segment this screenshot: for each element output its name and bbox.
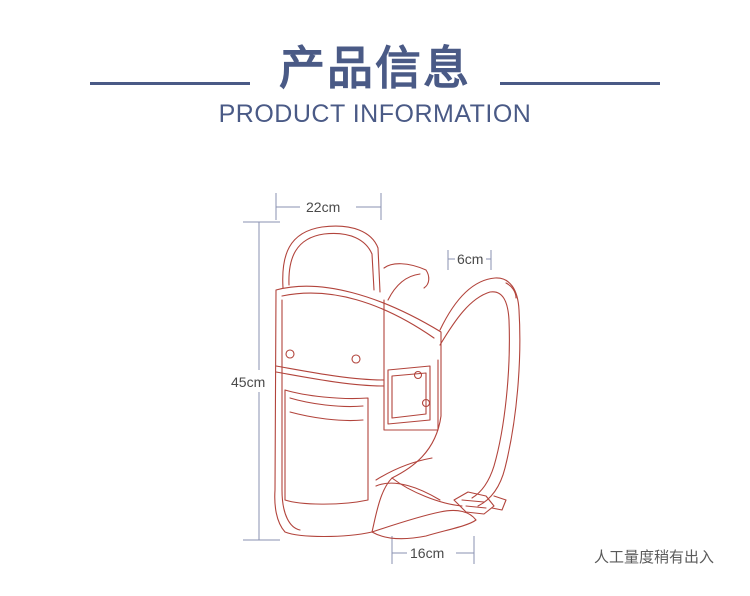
title-divider-left	[90, 82, 250, 85]
dimension-width-label: 22cm	[306, 199, 341, 215]
dimension-depth-label: 6cm	[457, 251, 484, 267]
page-subtitle: PRODUCT INFORMATION	[218, 100, 532, 128]
dimension-lines	[243, 193, 492, 564]
carrier-outline	[274, 225, 521, 540]
title-divider-right	[500, 82, 660, 85]
page-title: 产品信息	[279, 41, 471, 95]
dimension-height-label: 45cm	[231, 374, 266, 390]
dimension-bottom-label: 16cm	[410, 545, 445, 561]
measurement-note: 人工量度稍有出入	[593, 548, 714, 566]
